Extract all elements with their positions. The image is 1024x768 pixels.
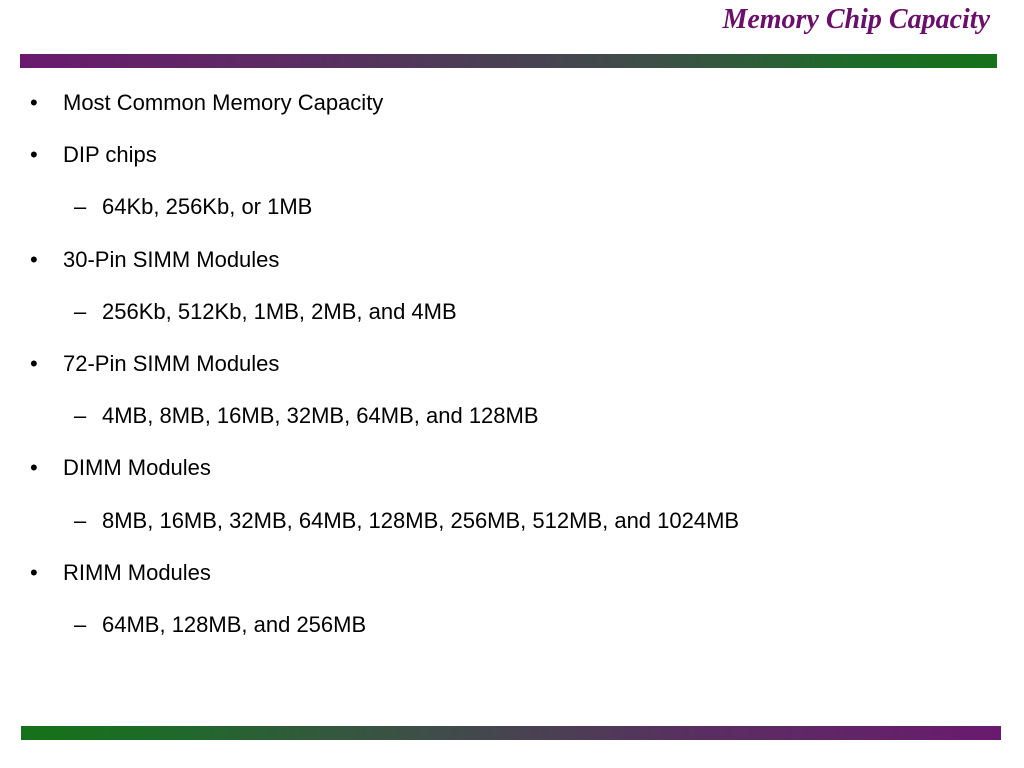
- dash-marker: –: [74, 507, 87, 533]
- dash-marker: –: [74, 611, 87, 637]
- dash-marker: –: [74, 403, 87, 429]
- list-item: – 4MB, 8MB, 16MB, 32MB, 64MB, and 128MB: [28, 401, 1004, 453]
- bullet-marker: •: [30, 559, 38, 585]
- bullet-marker: •: [30, 142, 38, 168]
- list-item: – 64MB, 128MB, and 256MB: [28, 610, 1004, 662]
- dash-marker: –: [74, 298, 87, 324]
- list-item-text: 64Kb, 256Kb, or 1MB: [102, 194, 313, 220]
- slide-title: Memory Chip Capacity: [722, 4, 990, 35]
- list-item: • RIMM Modules: [28, 558, 1004, 610]
- bullet-marker: •: [30, 246, 38, 272]
- list-item: • 30-Pin SIMM Modules: [28, 245, 1004, 297]
- list-item-text: RIMM Modules: [63, 559, 211, 585]
- list-item: • 72-Pin SIMM Modules: [28, 349, 1004, 401]
- list-item-text: Most Common Memory Capacity: [63, 90, 384, 115]
- list-item-text: 30-Pin SIMM Modules: [63, 246, 280, 272]
- list-item-text: 72-Pin SIMM Modules: [63, 350, 280, 376]
- list-item: • DIP chips: [28, 140, 1004, 192]
- list-item: • DIMM Modules: [28, 453, 1004, 505]
- list-item: – 64Kb, 256Kb, or 1MB: [28, 192, 1004, 244]
- list-item-text: 64MB, 128MB, and 256MB: [102, 611, 367, 637]
- list-item-text: 8MB, 16MB, 32MB, 64MB, 128MB, 256MB, 512…: [102, 507, 740, 533]
- top-divider-bar: [20, 54, 997, 68]
- dash-marker: –: [74, 194, 87, 220]
- list-item-text: DIMM Modules: [63, 455, 211, 481]
- bullet-marker: •: [30, 350, 38, 376]
- list-item: • Most Common Memory Capacity: [28, 88, 1004, 140]
- list-item-text: 256Kb, 512Kb, 1MB, 2MB, and 4MB: [102, 298, 457, 324]
- bottom-divider-bar: [21, 726, 1001, 740]
- list-item: – 8MB, 16MB, 32MB, 64MB, 128MB, 256MB, 5…: [28, 506, 1004, 558]
- bullet-list: • Most Common Memory Capacity • DIP chip…: [28, 88, 1004, 662]
- list-item: – 256Kb, 512Kb, 1MB, 2MB, and 4MB: [28, 297, 1004, 349]
- bullet-marker: •: [30, 455, 38, 481]
- list-item-text: DIP chips: [63, 142, 157, 168]
- bullet-marker: •: [30, 90, 38, 115]
- list-item-text: 4MB, 8MB, 16MB, 32MB, 64MB, and 128MB: [102, 403, 539, 429]
